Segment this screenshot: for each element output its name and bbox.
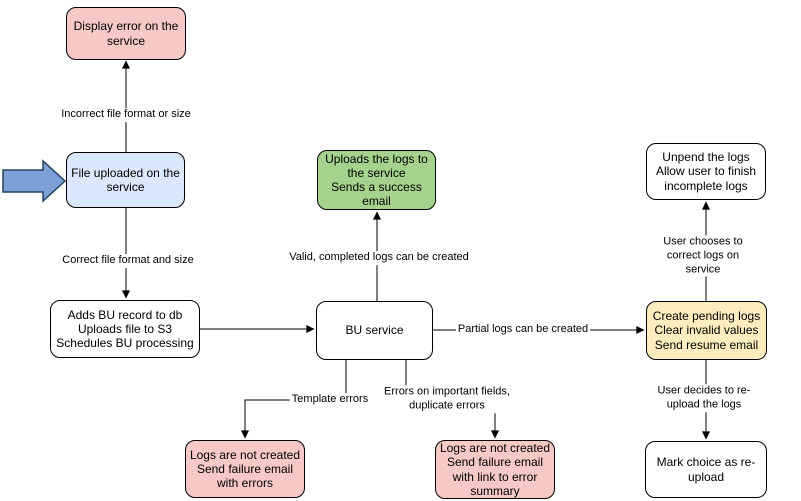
- edge-label-incorrect-format: Incorrect file format or size: [59, 108, 193, 122]
- node-fail-template: Logs are not created Send failure email …: [185, 440, 305, 498]
- node-mark-choice: Mark choice as re- upload: [645, 441, 767, 498]
- node-bu-service-text: BU service: [345, 323, 404, 338]
- node-mark-choice-text: Mark choice as re- upload: [656, 455, 756, 484]
- flow-start-arrow-icon: [2, 159, 67, 203]
- node-create-pending-text: Create pending logs Clear invalid values…: [652, 309, 761, 352]
- node-uploads-logs-text: Uploads the logs to the service Sends a …: [325, 151, 428, 209]
- edge-label-template-errors: Template errors: [289, 393, 371, 407]
- node-fail-fields-text: Logs are not created Send failure email …: [439, 441, 551, 498]
- node-unpend-text: Unpend the logs Allow user to finish inc…: [655, 150, 757, 193]
- node-create-pending: Create pending logs Clear invalid values…: [646, 301, 767, 360]
- edge-label-correct-format: Correct file format and size: [60, 254, 196, 268]
- node-display-error: Display error on the service: [66, 7, 186, 60]
- node-adds-bu: Adds BU record to db Uploads file to S3 …: [50, 300, 200, 358]
- node-uploads-logs: Uploads the logs to the service Sends a …: [317, 150, 436, 210]
- edge-label-partial-logs: Partial logs can be created: [455, 323, 591, 337]
- edge-label-valid-logs: Valid, completed logs can be created: [287, 251, 471, 265]
- node-file-uploaded-text: File uploaded on the service: [71, 165, 180, 194]
- node-fail-fields: Logs are not created Send failure email …: [435, 440, 555, 499]
- edge-label-user-correct: User chooses to correct logs on service: [654, 235, 752, 277]
- node-bu-service: BU service: [316, 301, 433, 360]
- node-adds-bu-text: Adds BU record to db Uploads file to S3 …: [56, 307, 194, 351]
- edge-label-field-errors: Errors on important fields, duplicate er…: [382, 385, 512, 413]
- node-display-error-text: Display error on the service: [73, 19, 179, 48]
- node-unpend: Unpend the logs Allow user to finish inc…: [646, 143, 766, 200]
- node-fail-template-text: Logs are not created Send failure email …: [189, 447, 301, 491]
- edge-label-user-reupload: User decides to re-upload the logs: [655, 384, 753, 412]
- node-file-uploaded: File uploaded on the service: [66, 152, 185, 208]
